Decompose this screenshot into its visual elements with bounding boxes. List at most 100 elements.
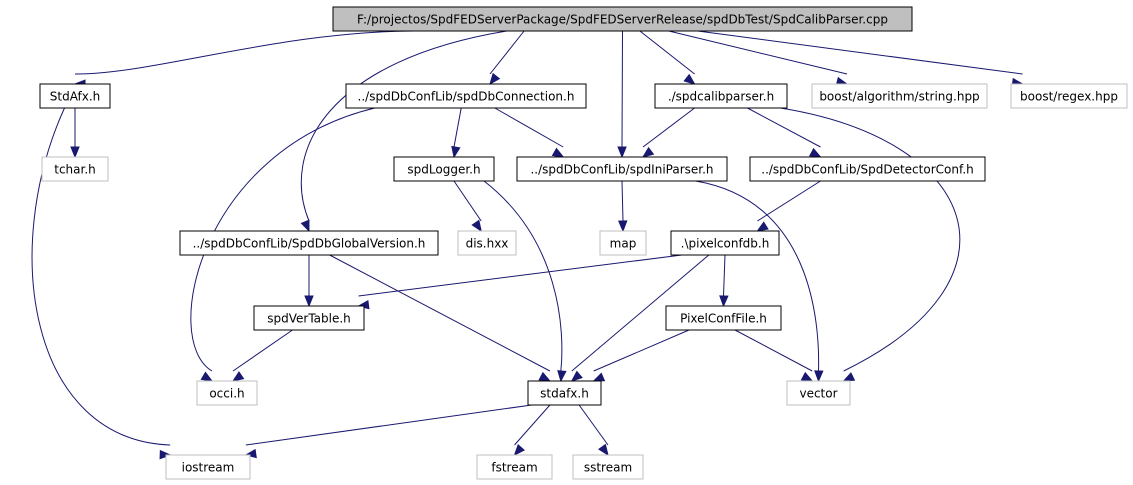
node-box — [179, 230, 439, 256]
node-box — [811, 83, 988, 109]
node-fstream[interactable]: fstream — [476, 454, 553, 480]
node-dis[interactable]: dis.hxx — [457, 230, 517, 256]
node-spddbglobalversion[interactable]: ../spdDbConfLib/SpdDbGlobalVersion.h — [179, 230, 439, 256]
edge-spdcalibparser-to-vector — [780, 107, 961, 382]
node-tchar[interactable]: tchar.h — [41, 156, 109, 182]
edge-line — [578, 404, 609, 446]
node-box — [332, 6, 913, 32]
node-box — [41, 156, 109, 182]
node-box — [670, 230, 780, 256]
edge-spdvertable-to-occi — [231, 329, 293, 382]
node-label: ../spdDbConfLib/SpdDbGlobalVersion.h — [193, 237, 426, 251]
arrowhead-icon — [809, 147, 822, 158]
edge-line — [489, 30, 525, 75]
node-occi[interactable]: occi.h — [196, 380, 258, 406]
arrowhead-icon — [231, 371, 245, 382]
arrowhead-icon — [598, 443, 609, 457]
edge-line — [329, 254, 551, 372]
edge-line — [757, 180, 821, 222]
edge-stdafx-lower-to-sstream — [578, 404, 609, 457]
edge-pixelconfdb-to-pixelconffile — [719, 254, 729, 308]
arrowhead-icon — [719, 295, 729, 308]
node-box — [39, 83, 111, 109]
edge-line — [621, 30, 623, 148]
edge-line — [593, 329, 690, 372]
node-root[interactable]: F:/projectos/SpdFEDServerPackage/SpdFEDS… — [332, 6, 913, 32]
node-label: stdafx.h — [540, 387, 589, 401]
node-label: sstream — [584, 461, 632, 475]
edge-line — [723, 254, 726, 297]
node-vector[interactable]: vector — [786, 380, 851, 406]
node-boost-string[interactable]: boost/algorithm/string.hpp — [811, 83, 988, 109]
edge-root-to-spddbconnection — [489, 30, 525, 86]
node-label: .\pixelconfdb.h — [681, 237, 770, 251]
edge-line — [514, 404, 551, 446]
node-boost-regex[interactable]: boost/regex.hpp — [1010, 83, 1128, 109]
edge-spdiniparser-to-map — [618, 180, 628, 233]
node-spdiniparser[interactable]: ../spdDbConfLib/spdIniParser.h — [516, 156, 728, 182]
nodes-layer: F:/projectos/SpdFEDServerPackage/SpdFEDS… — [39, 6, 1128, 480]
edge-line — [453, 107, 462, 148]
edge-line — [780, 107, 961, 372]
edge-line — [453, 180, 482, 222]
node-label: spdVerTable.h — [267, 312, 351, 326]
node-box — [476, 454, 553, 480]
node-pixelconffile[interactable]: PixelConfFile.h — [665, 305, 782, 331]
node-spdcalibparser[interactable]: ./spdcalibparser.h — [654, 83, 788, 109]
arrowhead-icon — [300, 219, 310, 233]
node-label: ../spdDbConfLib/spdDbConnection.h — [358, 90, 575, 104]
edge-line — [668, 30, 848, 75]
node-spddetectorconf[interactable]: ../spdDbConfLib/SpdDetectorConf.h — [749, 156, 986, 182]
node-box — [654, 83, 788, 109]
arrowhead-icon — [756, 221, 769, 232]
edge-spdlogger-to-stdafx-lower — [483, 180, 567, 383]
arrowhead-icon — [570, 370, 583, 382]
node-box — [196, 380, 258, 406]
edge-line — [734, 329, 813, 372]
arrowhead-icon — [618, 220, 628, 233]
edge-spdiniparser-to-vector — [695, 180, 824, 383]
node-label: ./spdcalibparser.h — [668, 90, 774, 104]
node-box — [599, 230, 647, 256]
edge-line — [747, 107, 821, 148]
node-spdvertable[interactable]: spdVerTable.h — [253, 305, 365, 331]
edge-line — [245, 404, 532, 446]
edge-line — [300, 30, 507, 222]
node-spddbconnection[interactable]: ../spdDbConfLib/spdDbConnection.h — [345, 83, 587, 109]
edge-stdafx-lower-to-fstream — [513, 404, 551, 457]
edge-line — [695, 180, 820, 372]
node-spdlogger[interactable]: spdLogger.h — [393, 156, 495, 182]
edge-spdcalibparser-to-spdiniparser — [641, 107, 695, 158]
node-label: vector — [799, 387, 837, 401]
node-iostream[interactable]: iostream — [165, 454, 251, 480]
node-label: iostream — [182, 461, 235, 475]
node-label: F:/projectos/SpdFEDServerPackage/SpdFEDS… — [357, 13, 888, 27]
edge-root-to-boost-regex — [697, 30, 1024, 88]
arrowhead-icon — [683, 73, 696, 85]
node-label: occi.h — [209, 387, 244, 401]
arrowhead-icon — [538, 371, 552, 382]
node-label: boost/algorithm/string.hpp — [819, 90, 979, 104]
node-label: spdLogger.h — [407, 163, 480, 177]
arrowhead-icon — [159, 449, 172, 460]
edge-pixelconfdb-to-stdafx-lower — [570, 254, 710, 382]
node-stdafx-h[interactable]: StdAfx.h — [39, 83, 111, 109]
node-map[interactable]: map — [599, 230, 647, 256]
node-box — [749, 156, 986, 182]
edge-spddbglobalversion-to-stdafx-lower — [329, 254, 552, 382]
node-box — [786, 380, 851, 406]
node-pixelconfdb[interactable]: .\pixelconfdb.h — [670, 230, 780, 256]
node-stdafx-lower[interactable]: stdafx.h — [527, 380, 602, 406]
edge-line — [358, 254, 682, 297]
edge-line — [697, 30, 1023, 75]
node-sstream[interactable]: sstream — [572, 454, 644, 480]
arrowhead-icon — [451, 145, 461, 159]
edge-spddbconnection-to-spdlogger — [451, 107, 462, 159]
arrowhead-icon — [814, 370, 824, 383]
edge-spdlogger-to-dis — [453, 180, 482, 233]
node-box — [527, 380, 602, 406]
arrowhead-icon — [471, 219, 482, 233]
edge-line — [621, 180, 624, 222]
edges-layer — [31, 30, 1024, 460]
